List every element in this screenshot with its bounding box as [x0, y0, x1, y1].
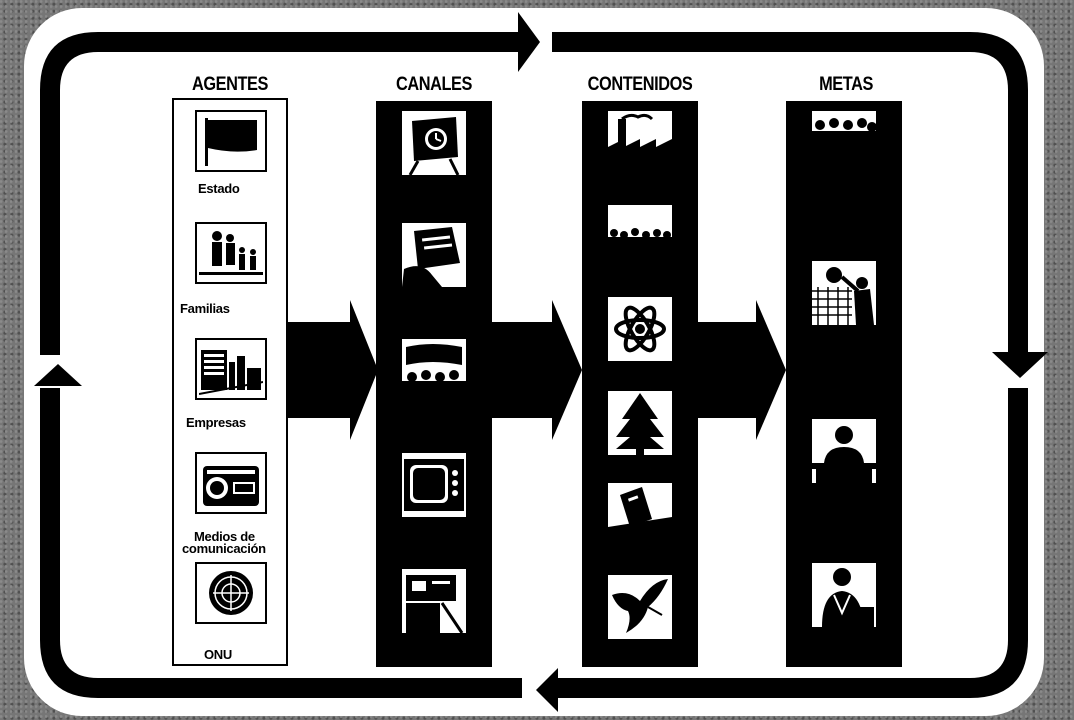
loop-arrowhead-right: [518, 12, 540, 72]
agent-label-medios-line1: Medios de: [194, 529, 255, 544]
channels-column: [376, 101, 492, 667]
buildings-icon: [195, 338, 267, 400]
loop-arrowhead-down: [992, 352, 1048, 378]
family-icon: [195, 222, 267, 284]
flow-arrow-contents-goals: [694, 300, 786, 440]
loop-arrowhead-left: [536, 668, 558, 712]
projector-icon: [402, 569, 466, 633]
speaker-icon: [812, 419, 876, 483]
television-icon: [402, 453, 466, 517]
goals-column: [786, 101, 902, 667]
column-title-contents: CONTENIDOS: [587, 74, 693, 95]
group-people-icon: [812, 111, 876, 175]
easel-clock-icon: [402, 111, 466, 175]
agent-label-onu: ONU: [204, 647, 232, 662]
agent-label-empresas: Empresas: [186, 415, 246, 430]
volleyball-icon: [812, 261, 876, 325]
agents-column: Estado Familias Empresas Medios de comun…: [172, 98, 288, 666]
writing-hand-icon: [402, 223, 466, 287]
agent-label-comunicacion: comunicación: [182, 541, 266, 556]
doctor-icon: [812, 563, 876, 627]
contents-column: [582, 101, 698, 667]
radio-icon: [195, 452, 267, 514]
ballot-box-icon: [608, 483, 672, 547]
loop-arrowhead-up: [34, 364, 82, 386]
crowd-banner-icon: [402, 339, 466, 403]
agent-label-familias: Familias: [180, 301, 230, 316]
crowd-icon: [608, 205, 672, 249]
flag-icon: [195, 110, 267, 172]
flow-arrow-channels-contents: [490, 300, 582, 440]
column-title-channels: CANALES: [396, 74, 472, 95]
atom-icon: [608, 297, 672, 361]
dove-icon: [608, 575, 672, 639]
un-emblem-icon: [195, 562, 267, 624]
column-title-agents: AGENTES: [191, 74, 268, 95]
tree-icon: [608, 391, 672, 455]
factory-icon: [608, 111, 672, 175]
agent-label-medios: Medios de: [194, 530, 255, 543]
column-title-goals: METAS: [819, 74, 873, 95]
agent-label-estado: Estado: [198, 181, 240, 196]
